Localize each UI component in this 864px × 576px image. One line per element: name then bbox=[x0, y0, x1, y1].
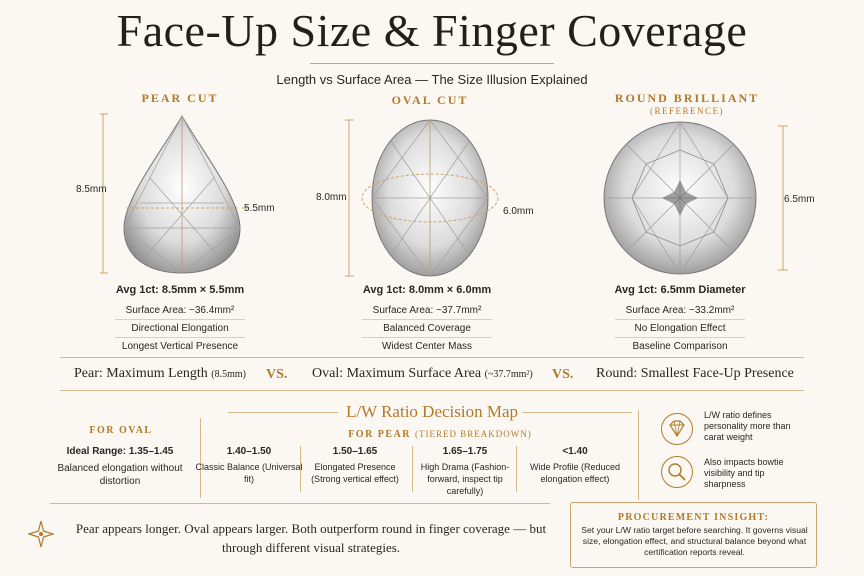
tier-description: Classic Balance (Universal fit) bbox=[195, 462, 303, 484]
lw-map-title: L/W Ratio Decision Map bbox=[345, 402, 519, 421]
side-note-text: Also impacts bowtie visibility and tip s… bbox=[704, 457, 784, 489]
for-pear-heading: FOR PEAR (TIERED BREAKDOWN) bbox=[250, 429, 630, 440]
round-diamond-image bbox=[603, 121, 788, 275]
oval-pear-divider bbox=[200, 418, 201, 498]
pear-width-label: 5.5mm bbox=[244, 203, 275, 214]
lw-title-rule-left bbox=[228, 412, 338, 413]
pear-diamond-image bbox=[100, 113, 248, 274]
round-spec-row: Surface Area: ~33.2mm² bbox=[615, 302, 745, 320]
pear-avg-dimensions: Avg 1ct: 8.5mm × 5.5mm bbox=[115, 284, 245, 296]
procurement-heading: PROCUREMENT INSIGHT: bbox=[617, 512, 770, 523]
pear-spec-row: Longest Vertical Presence bbox=[121, 341, 239, 352]
magnifier-icon bbox=[661, 456, 693, 488]
for-pear-label: FOR PEAR bbox=[348, 429, 412, 440]
footer-divider bbox=[50, 503, 550, 504]
oval-spec-block: Avg 1ct: 8.0mm × 6.0mm Surface Area: ~37… bbox=[332, 284, 522, 355]
oval-avg-dimensions: Avg 1ct: 8.0mm × 6.0mm bbox=[362, 284, 492, 296]
tier-description: High Drama (Fashion-forward, inspect tip… bbox=[420, 462, 510, 496]
pear-tier: 1.65–1.75 High Drama (Fashion-forward, i… bbox=[410, 446, 520, 497]
page-title: Face-Up Size & Finger Coverage bbox=[116, 5, 748, 56]
tier-range: 1.50–1.65 bbox=[332, 446, 378, 457]
oval-comparison-main: Oval: Maximum Surface Area bbox=[312, 366, 482, 381]
round-comparison: Round: Smallest Face-Up Presence bbox=[596, 366, 794, 381]
footer-summary: Pear appears longer. Oval appears larger… bbox=[75, 521, 547, 555]
tier-divider bbox=[300, 446, 301, 492]
pear-height-label: 8.5mm bbox=[76, 184, 107, 195]
pear-spec-row: Directional Elongation bbox=[115, 320, 245, 338]
round-diameter-label: 6.5mm bbox=[784, 194, 815, 205]
tier-divider bbox=[412, 446, 413, 492]
procurement-insight-box: PROCUREMENT INSIGHT: Set your L/W ratio … bbox=[570, 502, 817, 568]
pear-comparison: Pear: Maximum Length (8.5mm) bbox=[74, 366, 246, 382]
round-avg-dimensions: Avg 1ct: 6.5mm Diameter bbox=[614, 284, 746, 296]
sparkle-icon bbox=[28, 520, 54, 548]
tier-range: <1.40 bbox=[562, 446, 588, 457]
compare-divider-bottom bbox=[60, 390, 804, 391]
oval-cut-title: OVAL CUT bbox=[391, 93, 469, 107]
round-spec-block: Avg 1ct: 6.5mm Diameter Surface Area: ~3… bbox=[585, 284, 775, 355]
oval-comparison-detail: (~37.7mm²) bbox=[484, 369, 533, 380]
round-spec-row: Baseline Comparison bbox=[632, 341, 728, 352]
tier-range: 1.65–1.75 bbox=[442, 446, 488, 457]
pear-tier: 1.40–1.50 Classic Balance (Universal fit… bbox=[194, 446, 304, 485]
pear-spec-row: Surface Area: ~36.4mm² bbox=[115, 302, 245, 320]
compare-divider-top bbox=[60, 357, 804, 358]
oval-range-description: Balanced elongation without distortion bbox=[57, 463, 183, 487]
pear-comparison-main: Pear: Maximum Length bbox=[74, 366, 208, 381]
oval-height-label: 8.0mm bbox=[316, 192, 347, 203]
oval-spec-row: Surface Area: ~37.7mm² bbox=[362, 302, 492, 320]
pear-comparison-detail: (8.5mm) bbox=[211, 369, 246, 380]
side-notes-divider bbox=[638, 410, 639, 500]
oval-spec-row: Widest Center Mass bbox=[381, 341, 473, 352]
tier-description: Wide Profile (Reduced elongation effect) bbox=[529, 462, 621, 484]
oval-ideal-range: Ideal Range: 1.35–1.45 bbox=[66, 446, 174, 457]
oval-diamond-image bbox=[345, 119, 499, 277]
oval-width-label: 6.0mm bbox=[503, 206, 534, 217]
for-pear-sublabel: (TIERED BREAKDOWN) bbox=[415, 429, 532, 439]
pear-spec-block: Avg 1ct: 8.5mm × 5.5mm Surface Area: ~36… bbox=[85, 284, 275, 355]
vs-label: VS. bbox=[552, 367, 574, 382]
side-note-text: L/W ratio defines personality more than … bbox=[704, 410, 791, 442]
tier-range: 1.40–1.50 bbox=[226, 446, 272, 457]
pear-tier: 1.50–1.65 Elongated Presence (Strong ver… bbox=[300, 446, 410, 485]
pear-tier: <1.40 Wide Profile (Reduced elongation e… bbox=[520, 446, 630, 485]
round-cut-subtitle: (REFERENCE) bbox=[650, 106, 724, 116]
vs-label: VS. bbox=[266, 367, 288, 382]
round-cut-title: ROUND BRILLIANT bbox=[614, 91, 760, 105]
tier-divider bbox=[516, 446, 517, 492]
oval-comparison: Oval: Maximum Surface Area (~37.7mm²) bbox=[312, 366, 533, 382]
page-subtitle: Length vs Surface Area — The Size Illusi… bbox=[276, 72, 588, 87]
for-oval-heading: FOR OVAL bbox=[89, 425, 153, 436]
lw-title-rule-right bbox=[522, 412, 632, 413]
diamond-icon bbox=[661, 413, 693, 445]
oval-spec-row: Balanced Coverage bbox=[362, 320, 492, 338]
pear-cut-title: PEAR CUT bbox=[141, 91, 219, 105]
tier-description: Elongated Presence (Strong vertical effe… bbox=[311, 462, 399, 484]
procurement-text: Set your L/W ratio target before searchi… bbox=[581, 525, 808, 557]
title-divider bbox=[310, 63, 554, 64]
round-spec-row: No Elongation Effect bbox=[615, 320, 745, 338]
